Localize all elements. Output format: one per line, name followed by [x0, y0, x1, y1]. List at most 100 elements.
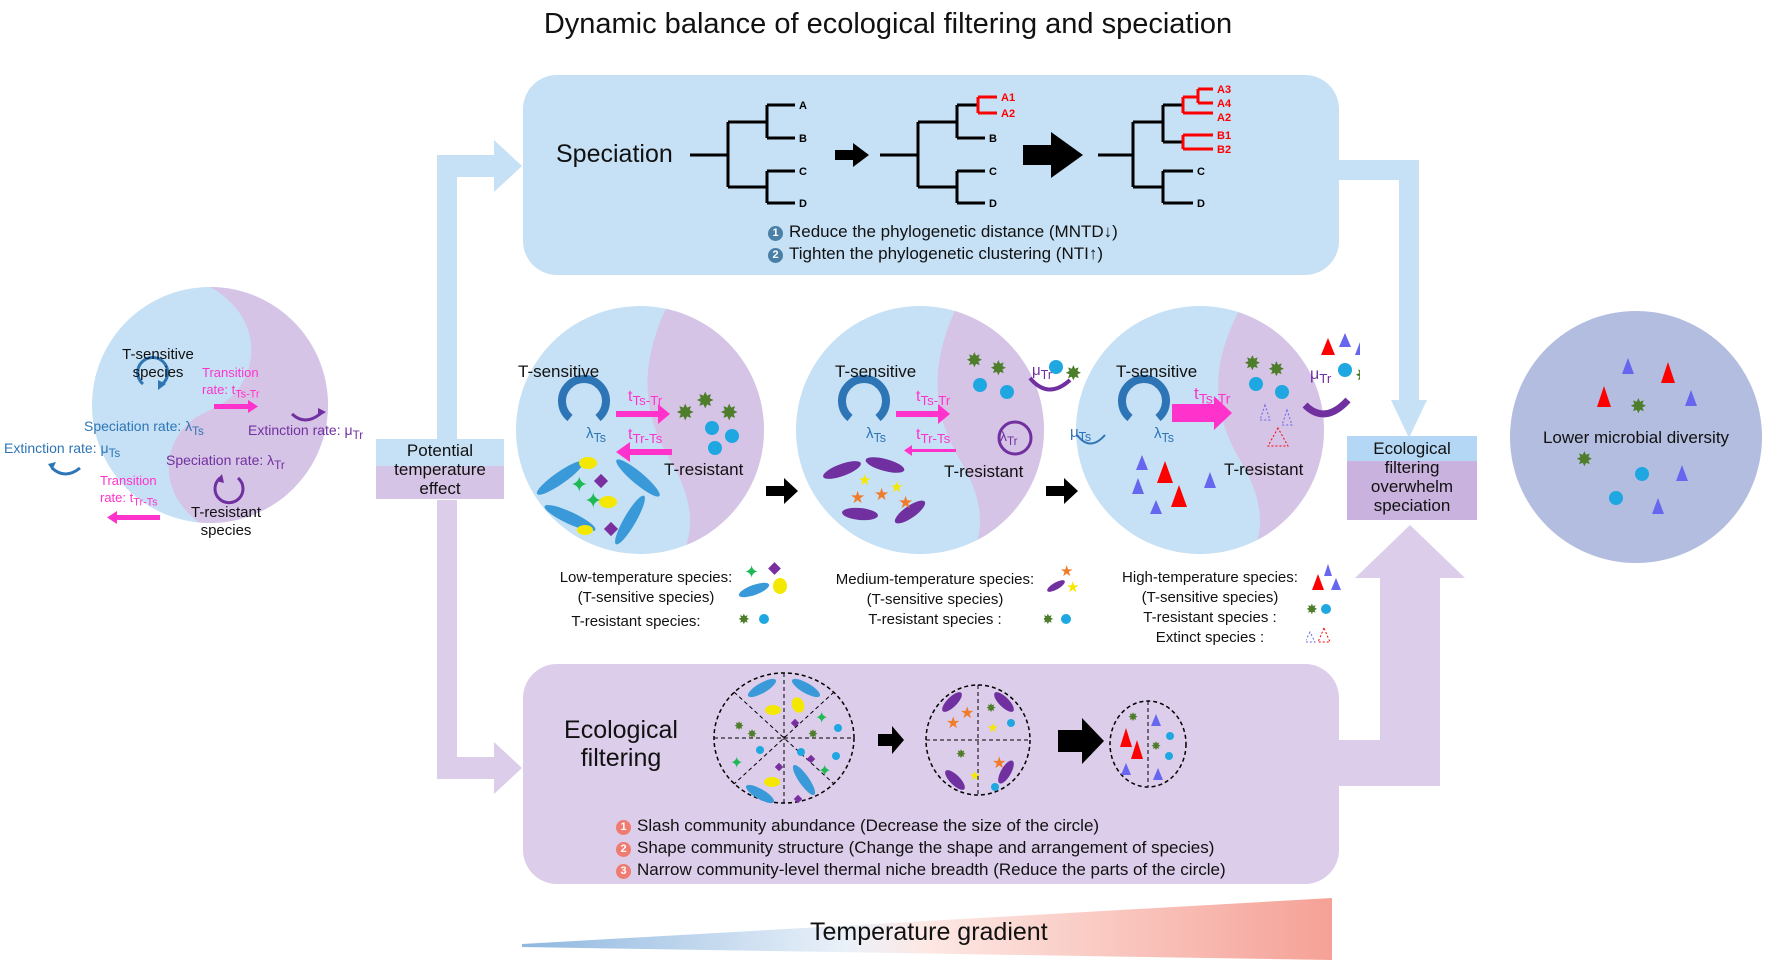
circle3-mu-ts: μTs	[1070, 424, 1091, 444]
svg-text:✸: ✸	[734, 719, 744, 733]
svg-text:✸: ✸	[986, 701, 996, 715]
legend-medium-temperature: Medium-temperature species: (T-sensitive…	[820, 570, 1050, 630]
community-circle-2-parts: ✸ ✸	[1109, 700, 1187, 788]
legend-line: (T-sensitive species)	[866, 591, 1004, 608]
tree3-new-tip: B2	[1217, 144, 1231, 156]
transition-arrow-icon	[616, 396, 1232, 462]
legend-line: Low-temperature species:	[559, 569, 733, 586]
final-circle: ✸ ✸	[1510, 311, 1762, 563]
number-badge: 1	[616, 820, 631, 835]
mu-symbol: μ	[1310, 366, 1320, 383]
transition-arrow-tr-ts-icon	[115, 515, 160, 520]
circle1-t2: tTr-Ts	[628, 426, 662, 446]
potential-line2: temperature	[394, 460, 486, 479]
transition-tr-ts-line1: Transition	[100, 473, 157, 488]
figure-title: Dynamic balance of ecological filtering …	[543, 8, 1233, 40]
left-tr-species-label: T-resistant species	[186, 504, 266, 540]
lambda-loop-icon	[558, 375, 1170, 422]
ts-label-line2: species	[132, 364, 184, 381]
community-circles: ✸ ✸ ✸ ✦ ✦ ✦ ★ ★ ★ ★ ★ ✸ ✸	[713, 672, 1187, 804]
purple-band-vertical	[437, 500, 457, 775]
svg-text:✸: ✸	[720, 400, 738, 425]
point-text: Reduce the phylogenetic distance (MNTD↓)	[789, 222, 1118, 241]
blue-band-horizontal	[437, 155, 497, 177]
transition-arrow-ts-tr-icon	[214, 404, 250, 409]
temperature-gradient-label: Temperature gradient	[810, 918, 1048, 946]
svg-text:✦: ✦	[570, 472, 588, 497]
tree2-new-branch	[976, 95, 997, 115]
arrow-right-icon	[1046, 478, 1078, 504]
number-badge: 2	[768, 248, 783, 263]
number-badge: 1	[768, 226, 783, 241]
speciation-tr-text: Speciation rate: λ	[166, 452, 275, 468]
svg-text:✸: ✸	[1244, 353, 1261, 375]
t-symbol: t	[916, 388, 921, 405]
arrow-right-icon	[766, 478, 798, 504]
circle1-lambda: λTs	[586, 425, 606, 445]
circle2-lambda-tr: λTr	[1000, 428, 1018, 448]
lambda-sub: Ts	[593, 431, 607, 445]
legend-high-species-icons: ✸	[1306, 564, 1341, 643]
potential-line3: effect	[419, 479, 461, 498]
blue-band-out-horizontal	[1339, 160, 1399, 180]
svg-text:✸: ✸	[696, 388, 714, 413]
legend-line: (T-sensitive species)	[1141, 589, 1279, 606]
circle-high-temperature	[1076, 306, 1324, 554]
tree3-new-branches	[1181, 87, 1213, 151]
circle3-t1: tTs-Tr	[1194, 384, 1230, 407]
svg-text:✸: ✸	[1151, 739, 1161, 753]
svg-text:✸: ✸	[1576, 449, 1593, 471]
outcome-line4: speciation	[1373, 496, 1451, 515]
tree2-new-tip: A1	[1001, 92, 1015, 104]
potential-temperature-effect-box: Potential temperature effect	[376, 439, 504, 499]
left-ts-species-label: T-sensitive species	[118, 346, 198, 382]
tree2-tip: D	[989, 198, 997, 210]
tree-3	[1098, 103, 1193, 205]
legend-line: (T-sensitive species)	[577, 589, 715, 606]
left-extinction-tr-label: Extinction rate: μTr	[248, 422, 363, 442]
svg-text:✸: ✸	[1355, 365, 1360, 387]
svg-text:✸: ✸	[1065, 363, 1082, 385]
svg-text:✸: ✸	[990, 358, 1007, 380]
eco-point: 1 Slash community abundance (Decrease the…	[616, 815, 1226, 837]
svg-text:✦: ✦	[815, 710, 828, 727]
svg-text:✸: ✸	[1630, 396, 1647, 418]
number-badge: 3	[616, 864, 631, 879]
tr-label-line2: species	[200, 522, 252, 539]
eco-label-line2: filtering	[580, 744, 662, 772]
point-text: Slash community abundance (Decrease the …	[637, 816, 1100, 835]
mu-sub: Tr	[1319, 371, 1332, 387]
legend-high-temperature: High-temperature species: (T-sensitive s…	[1110, 568, 1310, 648]
lambda-tr-loop-icon	[997, 420, 1033, 456]
number-badge: 2	[616, 842, 631, 857]
outcome-line1: Ecological	[1373, 439, 1451, 458]
circle2-tr-label: T-resistant	[944, 462, 1024, 481]
final-circle-label: Lower microbial diversity	[1542, 428, 1730, 447]
large-arrow-right-icon	[1023, 132, 1083, 178]
legend-low-species-icons: ✦ ✸	[738, 562, 787, 627]
lambda-symbol: λ	[1154, 425, 1162, 442]
legend-line: T-resistant species:	[571, 613, 701, 630]
tree2-tip: C	[989, 166, 997, 178]
svg-text:✦: ✦	[744, 562, 759, 582]
tree3-tip: C	[1197, 166, 1205, 178]
t-symbol: t	[628, 426, 633, 443]
tree3-new-tip: B1	[1217, 130, 1231, 142]
middle-circles: ✦ ✦ ✸ ✸ ✸ ★ ★ ★ ★ ★ ✸ ✸ ✸ ✸ ✸	[516, 306, 1360, 554]
mu-symbol: μ	[1032, 362, 1041, 379]
lambda-symbol: λ	[586, 425, 594, 442]
svg-text:★: ★	[850, 488, 865, 507]
svg-text:✸: ✸	[676, 400, 694, 425]
lambda-sub: Ts	[873, 431, 887, 445]
tree-2	[880, 103, 985, 205]
tree3-new-tip: A3	[1217, 84, 1231, 96]
svg-text:✸: ✸	[1128, 710, 1138, 724]
large-arrow-right-icon	[1058, 718, 1104, 764]
lambda-sub: Ts	[1161, 431, 1175, 445]
svg-text:✸: ✸	[1044, 611, 1054, 627]
arrow-right-icon	[878, 726, 904, 754]
circle2-ts-label: T-sensitive	[835, 362, 917, 381]
left-extinction-ts-label: Extinction rate: μTs	[4, 440, 120, 460]
